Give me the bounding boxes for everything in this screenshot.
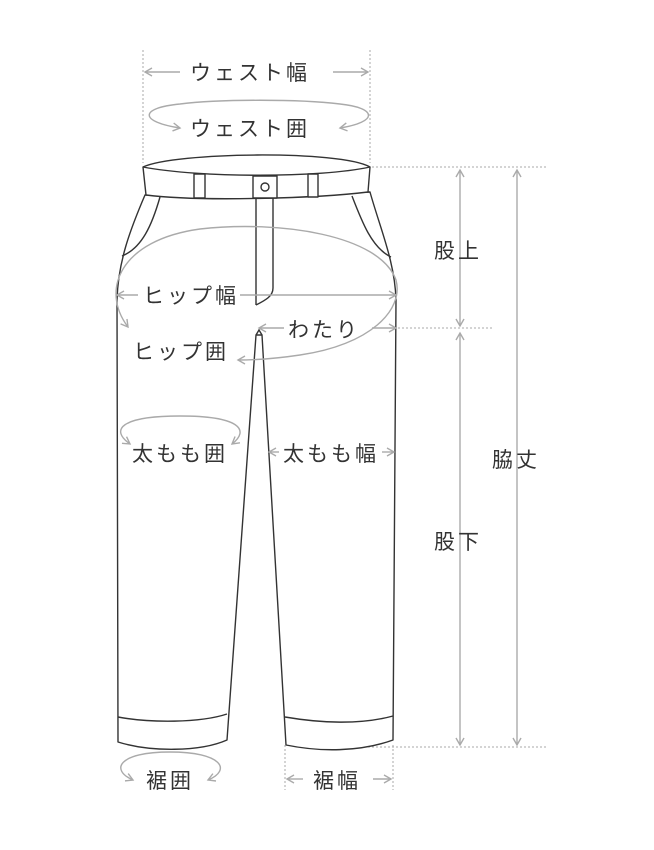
- label-thigh-width: 太もも幅: [283, 442, 379, 466]
- left-pocket: [121, 196, 161, 257]
- belt-loop-left: [193, 173, 206, 199]
- label-rise: 股上: [434, 239, 482, 263]
- label-watari: わたり: [288, 318, 360, 342]
- belt-loop-right: [307, 173, 319, 198]
- button: [260, 182, 270, 192]
- guide-lines: [142, 50, 547, 790]
- label-hem-circ: 裾囲: [146, 769, 194, 793]
- label-hip-circ: ヒップ囲: [133, 340, 229, 364]
- label-waist-width: ウェスト幅: [190, 61, 310, 85]
- label-hip-width: ヒップ幅: [143, 284, 239, 308]
- right-pocket: [351, 195, 392, 258]
- button-tab: [252, 175, 278, 199]
- label-side-length: 脇丈: [492, 448, 540, 472]
- label-hem-width: 裾幅: [313, 769, 361, 793]
- label-inseam: 股下: [434, 530, 482, 554]
- label-thigh-circ: 太もも囲: [132, 442, 228, 466]
- dimension-arrows: [115, 67, 522, 784]
- fly: [255, 198, 274, 306]
- label-waist-circ: ウェスト囲: [190, 117, 310, 141]
